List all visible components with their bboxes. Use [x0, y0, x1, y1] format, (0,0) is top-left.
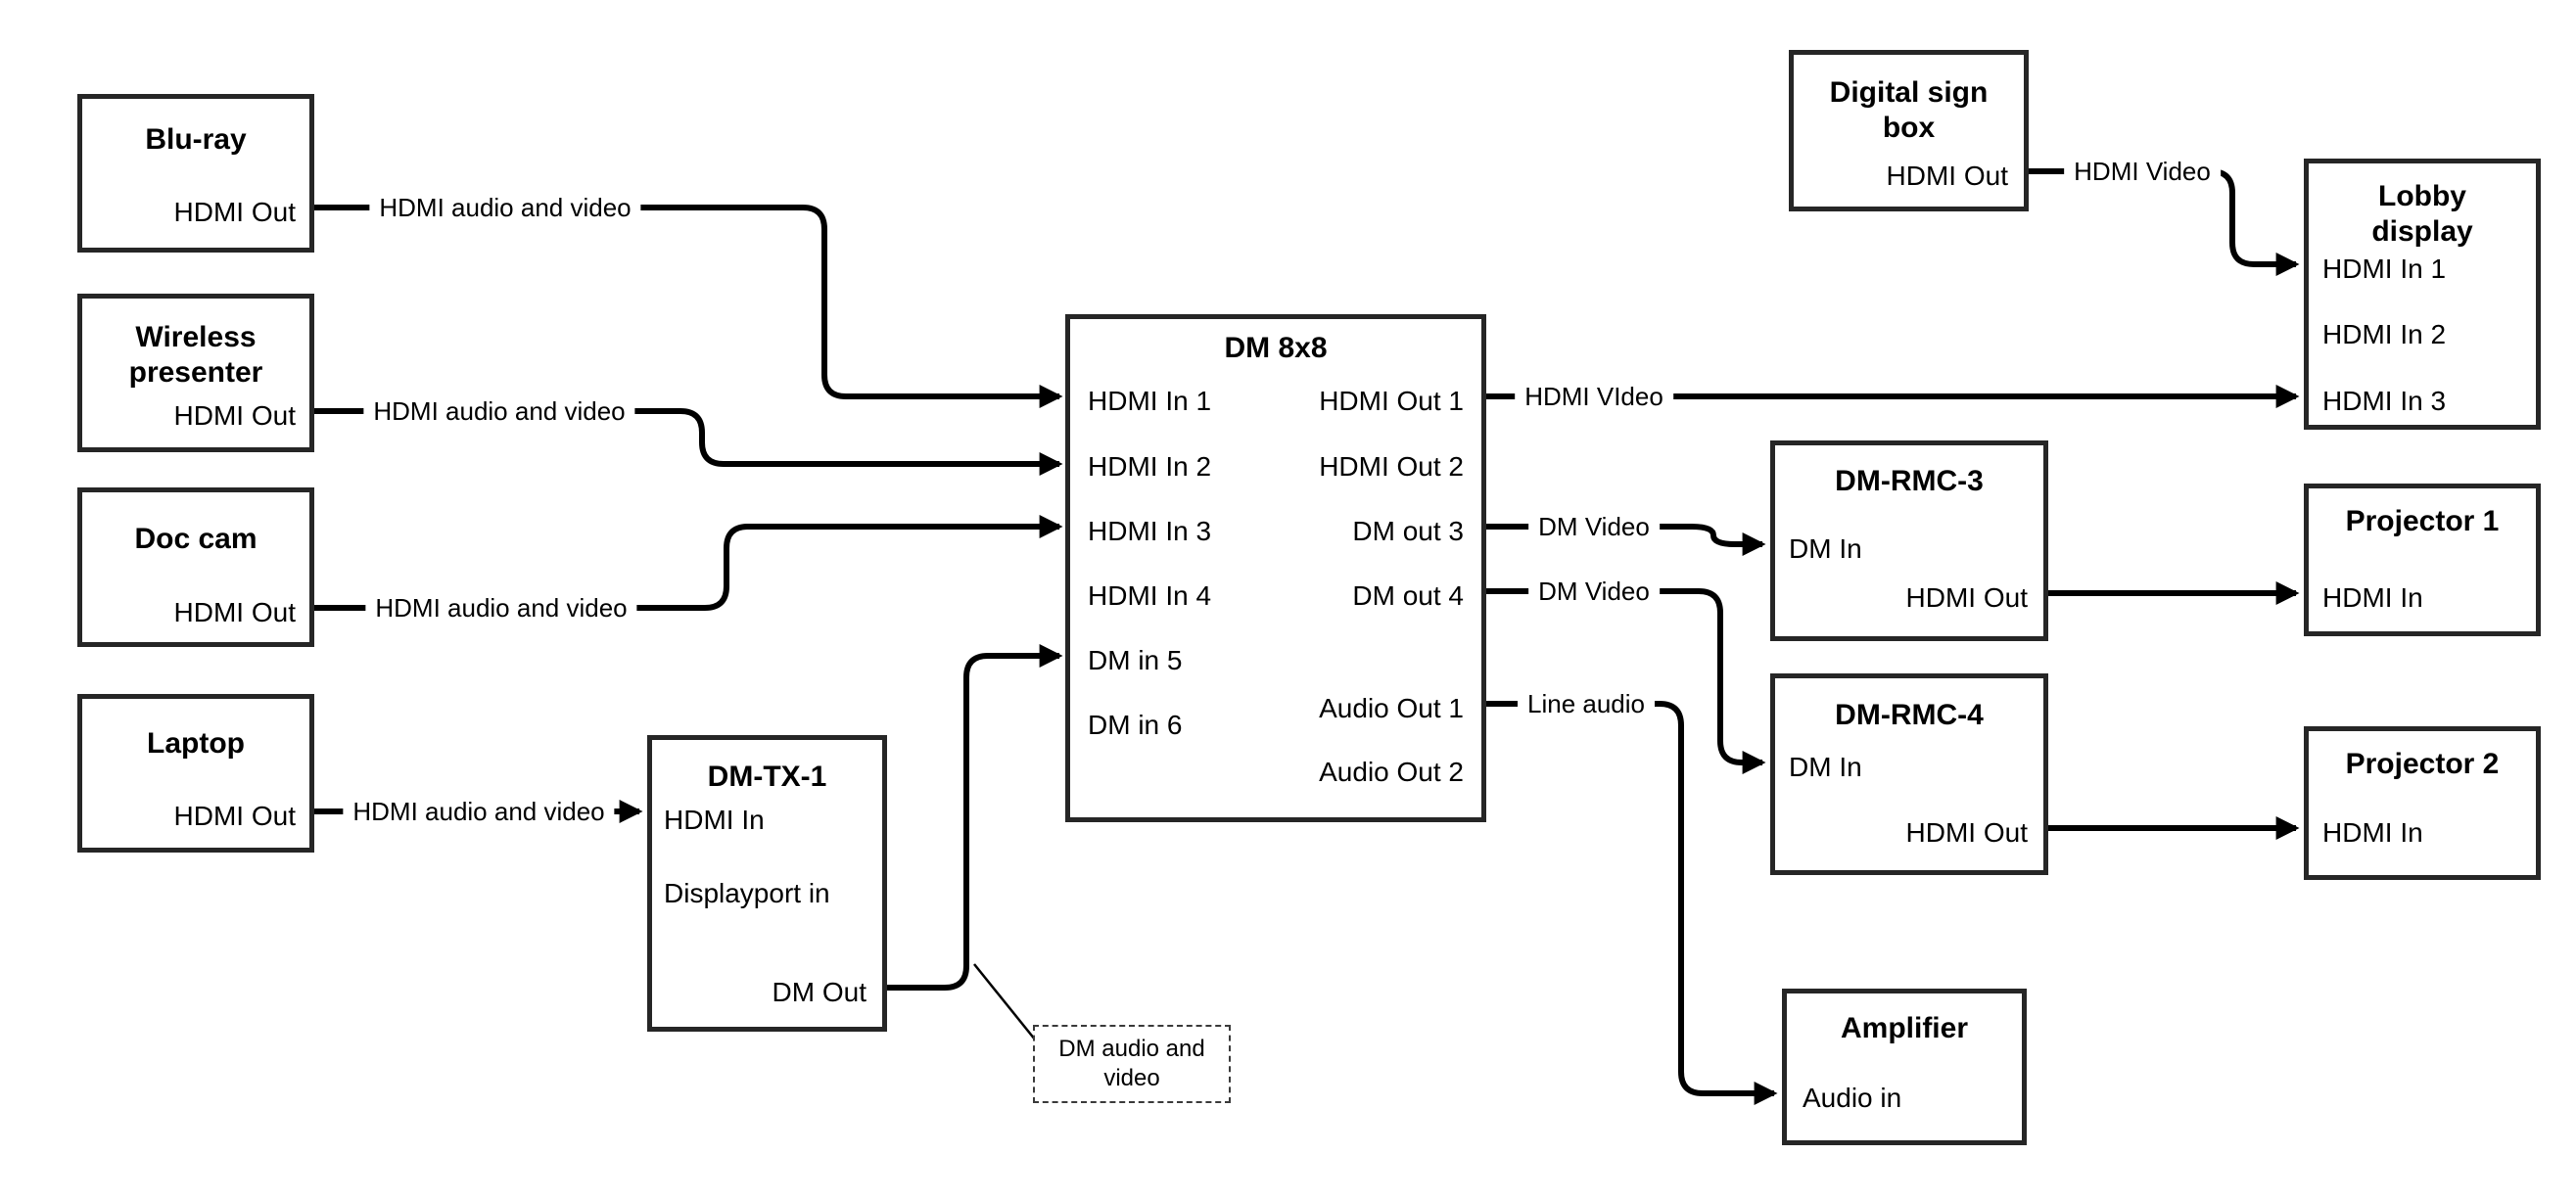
- callout-leader-line: [973, 963, 1036, 1040]
- node-title: Doc cam: [134, 523, 258, 555]
- node-title: Projector 1: [2345, 505, 2500, 537]
- node-dm-rmc-4: DM-RMC-4 DM In HDMI Out: [1770, 673, 2048, 875]
- port-hdmi-in: HDMI In: [2322, 817, 2423, 848]
- port-hdmi-out: HDMI Out: [1905, 582, 2028, 613]
- wire-label-dm-video-out4: DM Video: [1528, 576, 1660, 607]
- port-displayport-in: Displayport in: [664, 878, 830, 908]
- port-dm-in: DM In: [1789, 533, 1862, 564]
- node-dm-tx-1: DM-TX-1 HDMI In Displayport in DM Out: [647, 735, 887, 1032]
- port-hdmi-out-2: HDMI Out 2: [1319, 451, 1464, 482]
- wire-label-hdmi-audio-video-doccam: HDMI audio and video: [365, 592, 637, 624]
- port-audio-out-1: Audio Out 1: [1319, 693, 1464, 723]
- port-dm-out-4: DM out 4: [1352, 580, 1464, 611]
- node-dm-8x8: DM 8x8 HDMI In 1 HDMI In 2 HDMI In 3 HDM…: [1065, 314, 1486, 822]
- connection-wireless-to-dm8x8-hdmi-in2: [314, 408, 1063, 476]
- wire-label-hdmi-video-digitalsign: HDMI Video: [2064, 156, 2221, 187]
- wire-label-hdmi-audio-video-bluray: HDMI audio and video: [369, 192, 641, 223]
- node-title: Laptop: [147, 727, 245, 760]
- callout-dm-audio-and-video: DM audio and video: [1033, 1025, 1231, 1103]
- port-dm-out-3: DM out 3: [1352, 516, 1464, 546]
- port-dm-in-5: DM in 5: [1088, 645, 1183, 675]
- node-title: Amplifier: [1840, 1012, 1969, 1044]
- port-dm-in: DM In: [1789, 752, 1862, 782]
- wire-label-hdmi-audio-video-laptop: HDMI audio and video: [343, 796, 615, 827]
- port-audio-in: Audio in: [1803, 1083, 1902, 1113]
- port-hdmi-in-2: HDMI In 2: [2322, 319, 2447, 349]
- port-dm-in-6: DM in 6: [1088, 710, 1183, 740]
- node-wireless-presenter: Wireless presenter HDMI Out: [77, 294, 314, 452]
- connection-dm8x8-dmout3-to-dmrmc3-dm-in: [1486, 524, 1766, 556]
- port-hdmi-in-2: HDMI In 2: [1088, 451, 1212, 482]
- node-title: Wireless presenter: [128, 321, 263, 389]
- connection-dmtx1-dmout-to-dm8x8-dm-in5: [887, 644, 1063, 991]
- port-hdmi-out: HDMI Out: [173, 801, 296, 831]
- connection-bluray-to-dm8x8-hdmi-in1: [314, 205, 1063, 408]
- node-title: DM-RMC-3: [1835, 465, 1984, 497]
- port-hdmi-out: HDMI Out: [173, 400, 296, 431]
- node-title: Blu-ray: [145, 123, 247, 156]
- node-projector-2: Projector 2 HDMI In: [2304, 726, 2541, 880]
- port-hdmi-in-3: HDMI In 3: [1088, 516, 1212, 546]
- port-hdmi-in-3: HDMI In 3: [2322, 386, 2447, 416]
- wire-label-dm-video-out3: DM Video: [1528, 511, 1660, 542]
- node-title: DM-TX-1: [707, 761, 827, 793]
- port-hdmi-out: HDMI Out: [1886, 161, 2008, 191]
- port-hdmi-out: HDMI Out: [1905, 817, 2028, 848]
- node-doc-cam: Doc cam HDMI Out: [77, 487, 314, 647]
- port-hdmi-out-1: HDMI Out 1: [1319, 386, 1464, 416]
- node-title: Lobby display: [2371, 180, 2473, 248]
- port-audio-out-2: Audio Out 2: [1319, 757, 1464, 787]
- node-dm-rmc-3: DM-RMC-3 DM In HDMI Out: [1770, 440, 2048, 641]
- wire-label-hdmi-video-out1: HDMI VIdeo: [1515, 381, 1673, 412]
- port-hdmi-in: HDMI In: [2322, 582, 2423, 613]
- node-lobby-display: Lobby display HDMI In 1 HDMI In 2 HDMI I…: [2304, 159, 2541, 430]
- node-title: DM-RMC-4: [1835, 699, 1984, 731]
- wire-label-line-audio: Line audio: [1518, 688, 1655, 719]
- port-hdmi-out: HDMI Out: [173, 597, 296, 627]
- port-hdmi-in-1: HDMI In 1: [2322, 254, 2447, 284]
- node-bluray: Blu-ray HDMI Out: [77, 94, 314, 253]
- port-hdmi-in-4: HDMI In 4: [1088, 580, 1212, 611]
- port-hdmi-in: HDMI In: [664, 805, 765, 835]
- callout-text: DM audio and video: [1058, 1036, 1205, 1091]
- port-dm-out: DM Out: [772, 977, 866, 1007]
- port-hdmi-out: HDMI Out: [173, 197, 296, 227]
- wire-label-hdmi-audio-video-wireless: HDMI audio and video: [363, 395, 635, 427]
- node-digital-sign-box: Digital sign box HDMI Out: [1789, 50, 2029, 211]
- connection-doccam-to-dm8x8-hdmi-in3: [314, 515, 1063, 611]
- node-title: Projector 2: [2345, 748, 2500, 780]
- node-laptop: Laptop HDMI Out: [77, 694, 314, 853]
- node-title: DM 8x8: [1224, 332, 1328, 364]
- node-projector-1: Projector 1 HDMI In: [2304, 484, 2541, 636]
- node-title: Digital sign box: [1829, 76, 1989, 144]
- node-amplifier: Amplifier Audio in: [1782, 989, 2027, 1145]
- connection-dm8x8-dmout4-to-dmrmc4-dm-in: [1486, 588, 1766, 774]
- connection-dm8x8-audioout1-to-amplifier-audio-in: [1486, 701, 1778, 1105]
- port-hdmi-in-1: HDMI In 1: [1088, 386, 1212, 416]
